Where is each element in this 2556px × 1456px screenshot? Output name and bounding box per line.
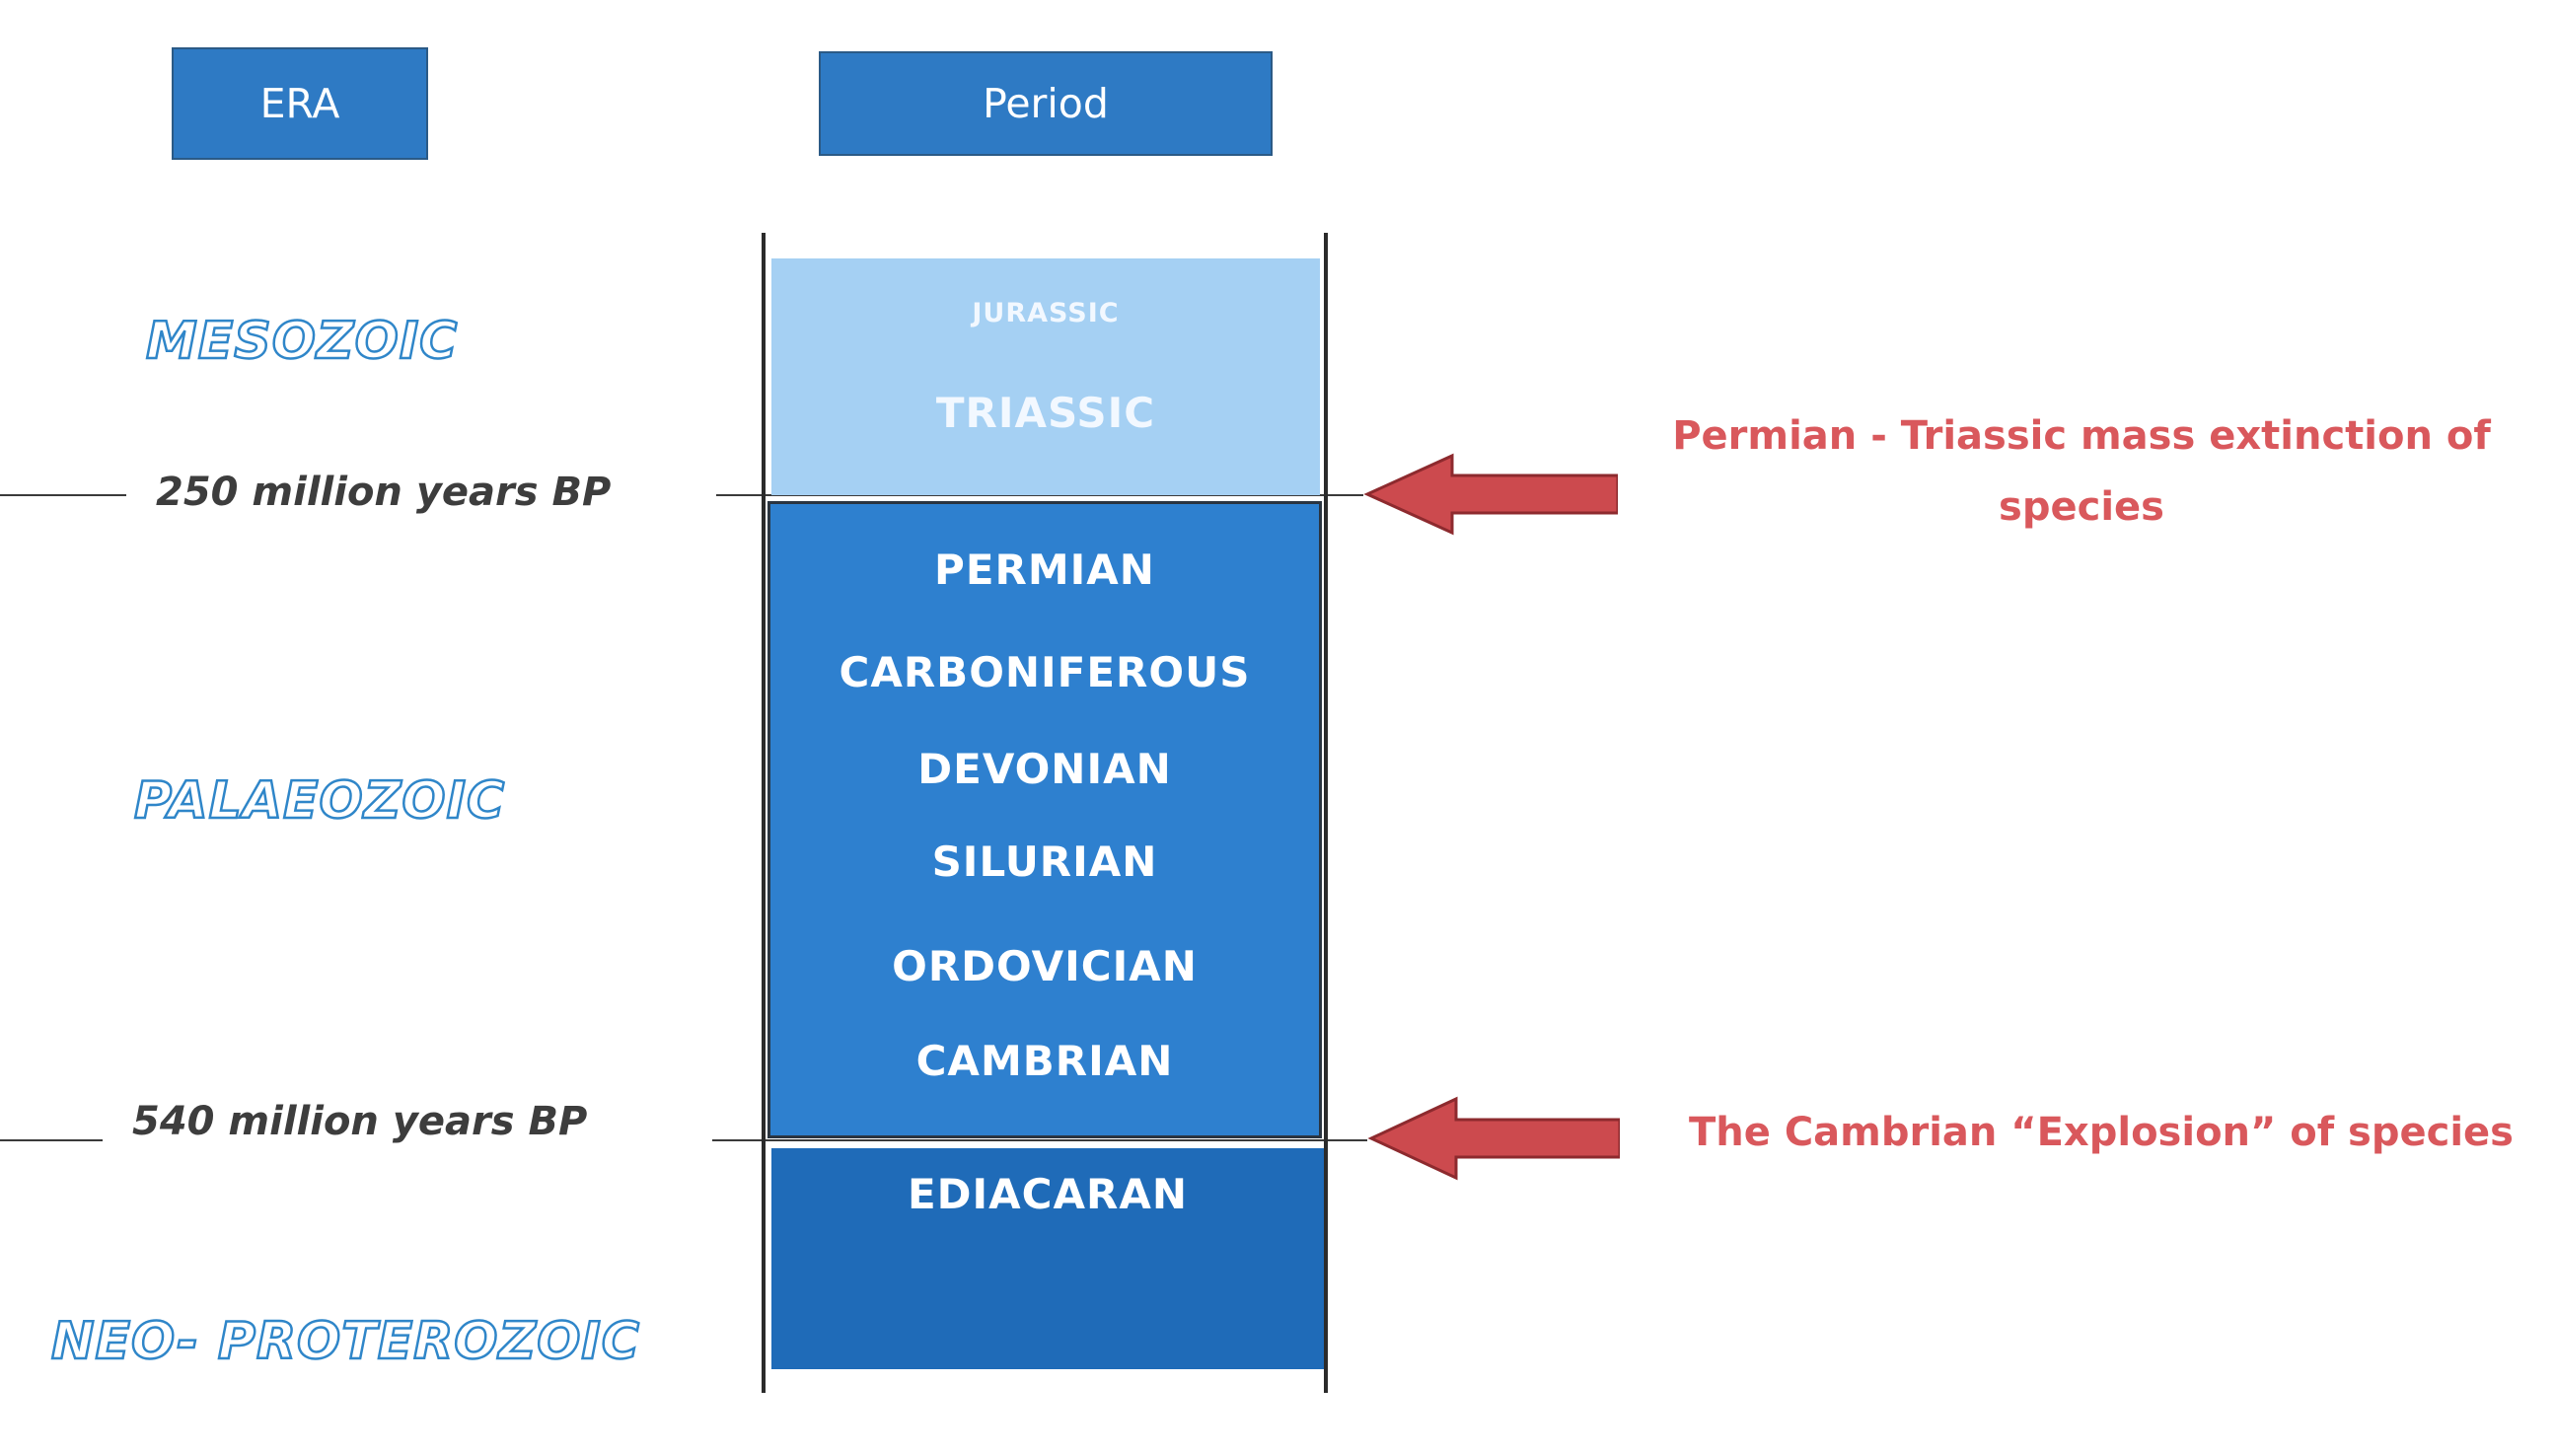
period-header-label: Period bbox=[983, 80, 1109, 127]
period-triassic: TRIASSIC bbox=[935, 389, 1156, 437]
period-header: Period bbox=[819, 51, 1273, 156]
neoproterozoic-block: EDIACARAN bbox=[771, 1148, 1324, 1369]
period-carboniferous: CARBONIFEROUS bbox=[839, 648, 1251, 696]
column-right-line bbox=[1324, 233, 1328, 1393]
column-left-line bbox=[762, 233, 766, 1393]
period-cambrian: CAMBRIAN bbox=[915, 1037, 1174, 1085]
period-permian: PERMIAN bbox=[934, 546, 1155, 594]
period-devonian: DEVONIAN bbox=[917, 745, 1172, 793]
era-header: ERA bbox=[172, 47, 428, 160]
boundary-540-label: 540 million years BP bbox=[132, 1099, 588, 1144]
event-cambrian-explosion: The Cambrian “Explosion” of species bbox=[1689, 1110, 2514, 1155]
period-ordovician: ORDOVICIAN bbox=[892, 942, 1198, 990]
boundary-540-right-rule bbox=[712, 1139, 1367, 1141]
mesozoic-block: JURASSIC TRIASSIC bbox=[771, 258, 1320, 495]
period-jurassic: JURASSIC bbox=[972, 298, 1120, 328]
boundary-540-left-rule bbox=[0, 1139, 103, 1141]
era-mesozoic: MESOZOIC bbox=[145, 311, 459, 373]
era-header-label: ERA bbox=[259, 80, 340, 127]
period-ediacaran: EDIACARAN bbox=[907, 1170, 1188, 1218]
boundary-250-label: 250 million years BP bbox=[156, 470, 612, 515]
left-arrow-icon bbox=[1363, 453, 1618, 536]
boundary-250-right-rule bbox=[716, 494, 1363, 496]
era-palaeozoic: PALAEOZOIC bbox=[133, 770, 506, 833]
left-arrow-icon bbox=[1367, 1096, 1620, 1181]
event-permian-triassic: Permian - Triassic mass extinction of sp… bbox=[1672, 413, 2491, 530]
era-neoproterozoic: NEO- PROTEROZOIC bbox=[50, 1311, 640, 1373]
period-silurian: SILURIAN bbox=[931, 837, 1158, 886]
palaeozoic-block: PERMIAN CARBONIFEROUS DEVONIAN SILURIAN … bbox=[767, 501, 1322, 1138]
boundary-250-left-rule bbox=[0, 494, 126, 496]
